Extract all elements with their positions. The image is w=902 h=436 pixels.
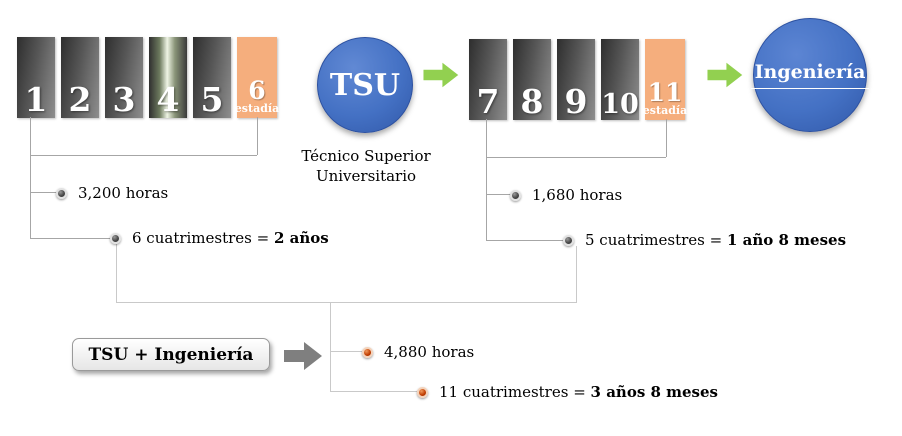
- block-5: 5: [193, 37, 231, 118]
- stat-tsu-hours: 3,200 horas: [56, 184, 168, 202]
- gray-arrow-icon: [284, 340, 322, 376]
- stat-text: 11 cuatrimestres = 3 años 8 meses: [439, 383, 718, 401]
- estadia-label: estadía: [234, 102, 280, 116]
- connector-line: [30, 155, 257, 156]
- connector-line: [30, 117, 31, 239]
- block-number: 10: [601, 89, 639, 120]
- connector-line: [330, 351, 362, 352]
- estadia-label: estadía: [642, 104, 688, 118]
- block-3: 3: [105, 37, 143, 118]
- connector-line: [257, 117, 258, 155]
- tsu-caption: Técnico Superior Universitario: [296, 146, 436, 187]
- block-10: 10: [601, 39, 639, 120]
- stat-text: 3,200 horas: [78, 184, 169, 202]
- block-11-estadia: 11 estadía: [642, 39, 688, 120]
- ingenieria-circle: Ingeniería: [750, 18, 870, 132]
- block-2: 2: [61, 37, 99, 118]
- combined-label-box: TSU + Ingeniería: [72, 338, 270, 371]
- stat-text: 4,880 horas: [384, 343, 475, 361]
- tsu-caption-line2: Universitario: [315, 167, 417, 186]
- tsu-caption-line1: Técnico Superior: [301, 147, 431, 165]
- block-number: 11: [647, 78, 683, 108]
- connector-line: [486, 240, 565, 241]
- connector-line: [486, 194, 512, 195]
- tsu-block-row: 1 2 3 4 5 6 estadía: [17, 37, 280, 118]
- block-1: 1: [17, 37, 55, 118]
- bullet-icon: [362, 346, 373, 358]
- stat-combined-hours: 4,880 horas: [362, 343, 474, 361]
- connector-line: [116, 302, 577, 303]
- block-number: 4: [156, 80, 180, 119]
- tsu-circle: TSU: [317, 37, 413, 133]
- connector-line: [576, 246, 577, 303]
- stat-text: 1,680 horas: [532, 186, 623, 204]
- connector-line: [116, 244, 117, 303]
- block-number: 6: [248, 76, 266, 106]
- ingenieria-block-row: 7 8 9 10 11 estadía: [469, 39, 688, 120]
- stat-text: 5 cuatrimestres = 1 año 8 meses: [585, 231, 847, 249]
- ingenieria-circle-label: Ingeniería: [750, 61, 870, 89]
- bullet-icon: [110, 232, 121, 244]
- stat-tsu-terms: 6 cuatrimestres = 2 años: [110, 229, 329, 247]
- connector-line: [486, 119, 487, 241]
- green-arrow-icon: [422, 60, 460, 94]
- connector-line: [30, 192, 58, 193]
- block-number: 7: [476, 82, 500, 121]
- stat-combined-terms: 11 cuatrimestres = 3 años 8 meses: [417, 383, 718, 401]
- block-number: 2: [68, 80, 92, 119]
- block-number: 9: [564, 82, 588, 121]
- block-4: 4: [149, 37, 187, 118]
- connector-line: [330, 302, 331, 392]
- block-6-estadia: 6 estadía: [234, 37, 280, 118]
- block-9: 9: [557, 39, 595, 120]
- bullet-icon: [417, 386, 428, 398]
- block-8: 8: [513, 39, 551, 120]
- stat-text: 6 cuatrimestres = 2 años: [132, 229, 329, 247]
- green-arrow-icon: [706, 60, 744, 94]
- connector-line: [330, 391, 417, 392]
- block-number: 1: [24, 80, 48, 119]
- bullet-icon: [510, 189, 521, 201]
- block-number: 8: [520, 82, 544, 121]
- block-number: 5: [200, 80, 224, 119]
- connector-line: [486, 157, 666, 158]
- connector-line: [666, 119, 667, 157]
- stat-ingenieria-terms: 5 cuatrimestres = 1 año 8 meses: [563, 231, 846, 249]
- combined-box-label: TSU + Ingeniería: [88, 344, 254, 365]
- tsu-circle-label: TSU: [329, 67, 401, 103]
- block-7: 7: [469, 39, 507, 120]
- bullet-icon: [563, 234, 574, 246]
- stat-ingenieria-hours: 1,680 horas: [510, 186, 622, 204]
- connector-line: [30, 238, 112, 239]
- block-number: 3: [112, 80, 136, 119]
- bullet-icon: [56, 187, 67, 199]
